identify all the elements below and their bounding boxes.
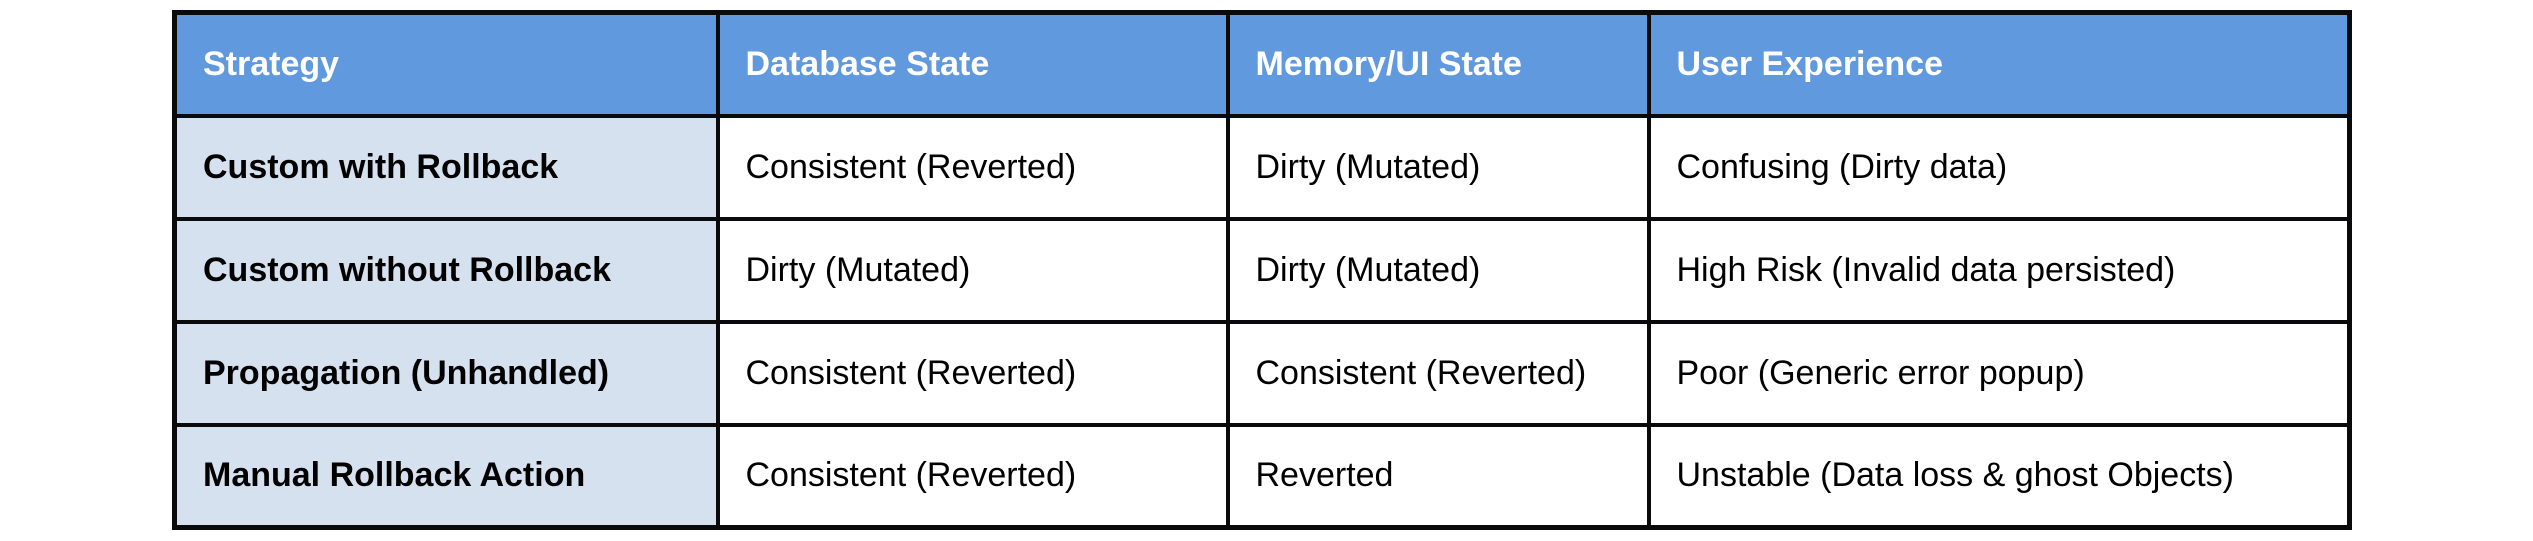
cell-memory-ui-state: Dirty (Mutated) xyxy=(1225,113,1651,221)
cell-strategy: Custom with Rollback xyxy=(172,113,720,221)
cell-memory-ui-state: Dirty (Mutated) xyxy=(1225,216,1651,324)
cell-user-experience: High Risk (Invalid data persisted) xyxy=(1646,216,2352,324)
table-header-row: Strategy Database State Memory/UI State … xyxy=(172,10,2352,118)
cell-user-experience: Poor (Generic error popup) xyxy=(1646,319,2352,427)
cell-database-state: Dirty (Mutated) xyxy=(715,216,1230,324)
table-row: Propagation (Unhandled) Consistent (Reve… xyxy=(172,319,2352,427)
cell-memory-ui-state: Consistent (Reverted) xyxy=(1225,319,1651,427)
cell-database-state: Consistent (Reverted) xyxy=(715,422,1230,530)
cell-strategy: Manual Rollback Action xyxy=(172,422,720,530)
cell-database-state: Consistent (Reverted) xyxy=(715,319,1230,427)
header-cell-database-state: Database State xyxy=(715,10,1230,118)
table-row: Custom without Rollback Dirty (Mutated) … xyxy=(172,216,2352,324)
cell-strategy: Custom without Rollback xyxy=(172,216,720,324)
cell-user-experience: Confusing (Dirty data) xyxy=(1646,113,2352,221)
cell-strategy: Propagation (Unhandled) xyxy=(172,319,720,427)
error-handling-strategy-table: Strategy Database State Memory/UI State … xyxy=(172,10,2352,530)
table-row: Custom with Rollback Consistent (Reverte… xyxy=(172,113,2352,221)
table-row: Manual Rollback Action Consistent (Rever… xyxy=(172,422,2352,530)
cell-memory-ui-state: Reverted xyxy=(1225,422,1651,530)
header-cell-memory-ui-state: Memory/UI State xyxy=(1225,10,1651,118)
header-cell-strategy: Strategy xyxy=(172,10,720,118)
header-cell-user-experience: User Experience xyxy=(1646,10,2352,118)
cell-database-state: Consistent (Reverted) xyxy=(715,113,1230,221)
cell-user-experience: Unstable (Data loss & ghost Objects) xyxy=(1646,422,2352,530)
